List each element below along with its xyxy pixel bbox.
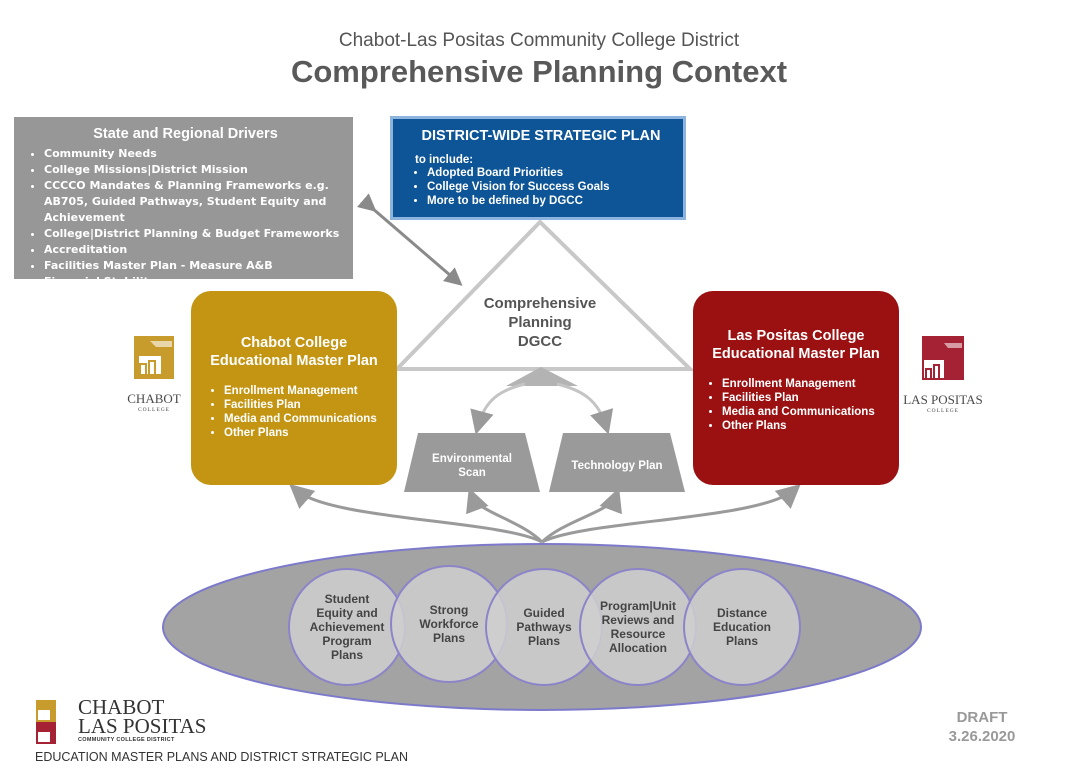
chabot-plan-list: Enrollment Management Facilities Plan Me… xyxy=(191,384,397,440)
comprehensive-planning-label: Comprehensive Planning DGCC xyxy=(455,294,625,351)
plan-line: Program xyxy=(322,634,372,648)
district-logo-line: CHABOT xyxy=(78,695,165,719)
list-item: College Vision for Success Goals xyxy=(427,180,673,194)
plan-circles xyxy=(288,565,801,686)
district-logo-icon xyxy=(36,700,56,744)
plan-line: Plans xyxy=(432,631,465,645)
list-item: Facilities Plan xyxy=(722,391,899,405)
list-item: Accreditation xyxy=(44,242,341,258)
page-title: Comprehensive Planning Context xyxy=(290,54,788,89)
list-item: Adopted Board Priorities xyxy=(427,166,673,180)
draft-line: DRAFT xyxy=(956,709,1008,726)
plan-line: Allocation xyxy=(608,641,667,655)
district-plan-intro: to include: xyxy=(415,154,474,166)
district-logo-text: CHABOT LAS POSITAS COMMUNITY COLLEGE DIS… xyxy=(78,695,207,745)
plan-line: Achievement xyxy=(309,620,385,634)
state-drivers-title: State and Regional Drivers xyxy=(93,126,278,142)
env-scan-line: Environmental xyxy=(432,453,512,465)
plan-circle-label: Student Equity and Achievement Program P… xyxy=(302,592,392,662)
plan-line: Program|Unit xyxy=(599,599,677,613)
state-drivers-list: Community Needs College Missions|Distric… xyxy=(30,146,341,290)
list-item: Enrollment Management xyxy=(224,384,397,398)
plan-line: Education xyxy=(712,620,771,634)
plan-circle-label: Program|Unit Reviews and Resource Alloca… xyxy=(588,599,688,655)
draft-date: 3.26.2020 xyxy=(948,728,1016,745)
lp-plan-list: Enrollment Management Facilities Plan Me… xyxy=(693,377,899,433)
district-logo-sub: COMMUNITY COLLEGE DISTRICT xyxy=(78,737,175,743)
footer-text: EDUCATION MASTER PLANS AND DISTRICT STRA… xyxy=(35,750,408,764)
plan-line: Plans xyxy=(527,634,560,648)
plan-line: Workforce xyxy=(419,617,479,631)
page-subtitle: Chabot-Las Positas Community College Dis… xyxy=(338,30,740,51)
center-line: DGCC xyxy=(517,333,563,350)
plan-line: Reviews and xyxy=(601,613,675,627)
state-regional-drivers-box: State and Regional Drivers Community Nee… xyxy=(14,117,353,288)
las-positas-logo-text: LAS POSITAS COLLEGE xyxy=(900,392,986,414)
plan-line: Plans xyxy=(725,634,758,648)
plan-circle-label: Strong Workforce Plans xyxy=(404,603,494,645)
list-item: Other Plans xyxy=(722,419,899,433)
state-arrow xyxy=(357,193,463,286)
list-item: Community Needs xyxy=(44,146,341,162)
list-item: More to be defined by DGCC xyxy=(427,194,673,208)
plan-line: Resource xyxy=(610,627,666,641)
plan-circle-label: Distance Education Plans xyxy=(697,606,787,648)
plan-line: Equity and xyxy=(316,606,378,620)
chabot-logo-icon xyxy=(134,336,174,379)
draft-label: DRAFT 3.26.2020 xyxy=(930,708,1034,746)
list-item: Media and Communications xyxy=(722,405,899,419)
lp-plan-heading: Las Positas College Educational Master P… xyxy=(693,327,899,363)
small-triangle xyxy=(506,367,578,386)
plan-line: Distance xyxy=(716,606,768,620)
las-positas-master-plan-box: Las Positas College Educational Master P… xyxy=(693,291,899,485)
lp-plan-line: Educational Master Plan xyxy=(712,346,880,362)
lp-logo-sub: COLLEGE xyxy=(926,408,960,414)
plan-line: Strong xyxy=(429,603,469,617)
chabot-plan-heading: Chabot College Educational Master Plan xyxy=(191,334,397,370)
center-line: Comprehensive xyxy=(483,295,597,312)
upward-arrows xyxy=(289,484,801,544)
tech-plan-trapezoid xyxy=(549,433,685,492)
list-item: Financial Stability xyxy=(44,274,341,290)
plan-line: Student xyxy=(324,592,370,606)
list-item: Facilities Plan xyxy=(224,398,397,412)
chabot-plan-line: Chabot College xyxy=(240,335,348,351)
lp-logo-name: LAS POSITAS xyxy=(903,392,983,407)
list-item: Facilities Master Plan - Measure A&B xyxy=(44,258,341,274)
district-plan-list: Adopted Board Priorities College Vision … xyxy=(409,166,673,208)
center-line: Planning xyxy=(508,314,572,331)
arrow-to-tech xyxy=(556,382,614,435)
las-positas-logo-icon xyxy=(922,336,964,380)
environmental-scan-label: Environmental Scan xyxy=(414,452,530,480)
chabot-master-plan-box: Chabot College Educational Master Plan E… xyxy=(191,291,397,485)
list-item: Media and Communications xyxy=(224,412,397,426)
list-item: College Missions|District Mission xyxy=(44,162,341,178)
arrow-to-env xyxy=(470,382,526,435)
env-scan-trapezoid xyxy=(404,433,540,492)
chabot-logo-text: CHABOT COLLEGE xyxy=(122,391,186,413)
plan-circle-label: Guided Pathways Plans xyxy=(499,606,589,648)
list-item: Other Plans xyxy=(224,426,397,440)
technology-plan-label: Technology Plan xyxy=(571,460,663,472)
district-strategic-plan-box: DISTRICT-WIDE STRATEGIC PLAN to include:… xyxy=(390,116,686,220)
chabot-logo-sub: COLLEGE xyxy=(137,407,171,413)
list-item: College|District Planning & Budget Frame… xyxy=(44,226,341,242)
env-scan-line: Scan xyxy=(458,467,486,479)
lp-plan-line: Las Positas College xyxy=(727,328,865,344)
plan-line: Plans xyxy=(330,648,363,662)
district-plan-title: DISTRICT-WIDE STRATEGIC PLAN xyxy=(421,128,661,144)
plan-line: Guided xyxy=(523,606,565,620)
district-logo-line: LAS POSITAS xyxy=(78,714,207,738)
plan-line: Pathways xyxy=(516,620,572,634)
list-item: CCCCO Mandates & Planning Frameworks e.g… xyxy=(44,178,341,226)
list-item: Enrollment Management xyxy=(722,377,899,391)
chabot-logo-name: CHABOT xyxy=(127,391,181,406)
chabot-plan-line: Educational Master Plan xyxy=(210,353,378,369)
